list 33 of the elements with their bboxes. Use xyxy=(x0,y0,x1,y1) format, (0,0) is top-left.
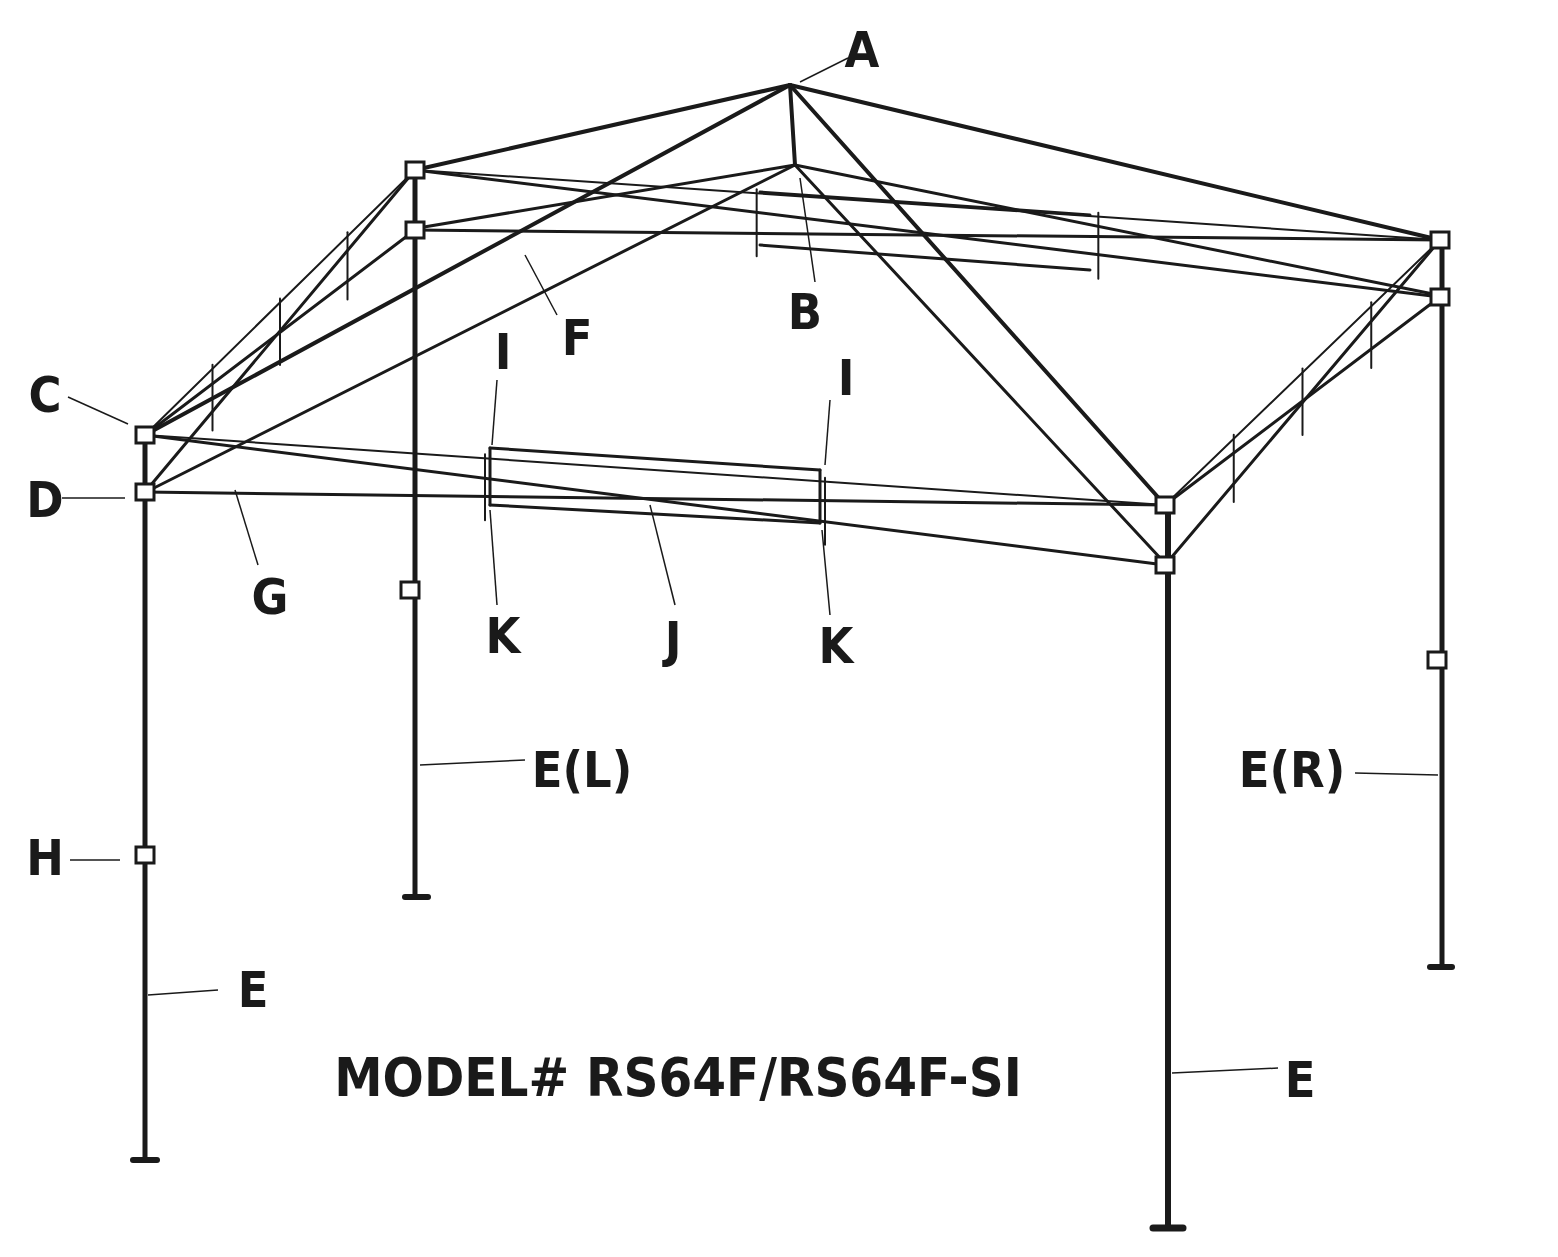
callout-letter: K xyxy=(818,618,854,674)
leader-line xyxy=(799,57,849,83)
leader-line xyxy=(799,177,816,283)
leader-line xyxy=(69,859,121,861)
callout-letter: F xyxy=(561,310,593,366)
callout-letter: D xyxy=(26,472,64,528)
callout-letter: A xyxy=(844,22,880,78)
callout-letter: E xyxy=(237,962,269,1018)
callout-letter: K xyxy=(485,608,521,664)
model-number: MODEL# RS64F/RS64F-SI xyxy=(334,1048,1022,1108)
leader-line xyxy=(491,379,498,446)
callout-letter: E(R) xyxy=(1238,742,1346,798)
leader-line xyxy=(649,504,676,606)
callout-letter: G xyxy=(251,569,289,625)
leader-line xyxy=(61,497,126,499)
callout-letter: B xyxy=(787,284,823,340)
leader-line xyxy=(824,399,831,466)
callout-letter: J xyxy=(664,612,682,668)
callout-letter: I xyxy=(837,350,855,406)
leader-line xyxy=(524,254,558,316)
callout-letter: E xyxy=(1284,1052,1316,1108)
leader-line xyxy=(821,529,831,616)
callout-letter: I xyxy=(494,324,512,380)
callout-letter: E(L) xyxy=(531,742,633,798)
callout-letter: H xyxy=(26,830,64,886)
leader-line xyxy=(1171,1067,1279,1074)
callout-letter: C xyxy=(28,367,62,423)
leader-line xyxy=(489,509,498,606)
leader-line xyxy=(1354,772,1439,776)
leader-line xyxy=(234,489,259,566)
leader-line xyxy=(419,759,526,766)
leader-line xyxy=(147,989,219,996)
leader-line xyxy=(67,396,129,425)
